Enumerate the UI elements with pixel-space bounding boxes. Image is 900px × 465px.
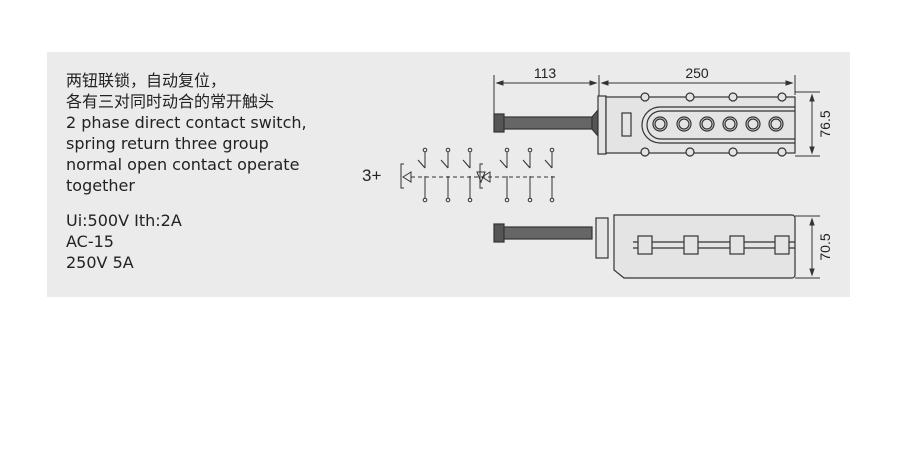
spec-category: AC-15 xyxy=(66,232,114,251)
dim-box-length: 250 xyxy=(685,65,709,81)
desc-line: spring return three group xyxy=(66,134,269,153)
desc-line: normal open contact operate xyxy=(66,155,300,174)
spec-voltage: 250V 5A xyxy=(66,253,134,272)
desc-line: 各有三对同时动合的常开触头 xyxy=(66,92,275,111)
dim-top-height: 76.5 xyxy=(817,110,833,137)
desc-line: together xyxy=(66,176,135,195)
desc-line: 2 phase direct contact switch, xyxy=(66,113,307,132)
circuit-symbol xyxy=(400,147,555,203)
dim-side-height: 70.5 xyxy=(817,233,833,260)
side-view-drawing xyxy=(493,214,796,279)
product-description: 两钮联锁，自动复位， 各有三对同时动合的常开触头 2 phase direct … xyxy=(66,70,307,273)
spec-rating: Ui:500V Ith:2A xyxy=(66,211,182,230)
dim-handle-length: 113 xyxy=(534,65,557,81)
desc-line: 两钮联锁，自动复位， xyxy=(66,71,227,90)
circuit-prefix: 3+ xyxy=(362,166,381,185)
top-view-drawing xyxy=(493,92,796,157)
